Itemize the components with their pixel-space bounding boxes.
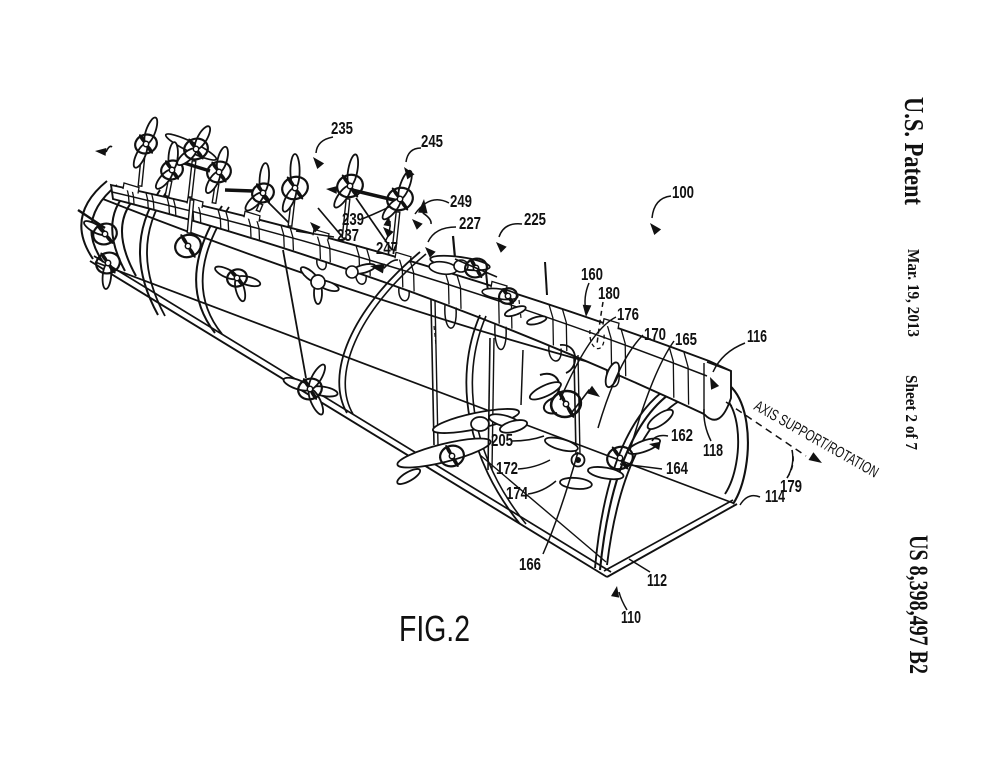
svg-text:Mar. 19, 2013: Mar. 19, 2013 [904, 249, 923, 337]
svg-text:180: 180 [598, 283, 620, 303]
svg-text:Sheet 2 of 7: Sheet 2 of 7 [902, 375, 921, 450]
svg-text:112: 112 [647, 570, 667, 590]
svg-text:162: 162 [671, 425, 693, 445]
svg-text:U.S. Patent: U.S. Patent [899, 97, 929, 205]
svg-text:118: 118 [703, 440, 723, 460]
svg-text:245: 245 [421, 131, 443, 151]
svg-text:166: 166 [519, 554, 541, 574]
svg-text:249: 249 [450, 191, 472, 211]
svg-text:172: 172 [496, 458, 518, 478]
svg-text:100: 100 [672, 182, 694, 202]
svg-text:174: 174 [506, 483, 528, 503]
svg-text:247: 247 [376, 238, 398, 258]
svg-text:176: 176 [617, 304, 639, 324]
svg-text:164: 164 [666, 458, 688, 478]
svg-text:165: 165 [675, 329, 697, 349]
svg-text:237: 237 [337, 225, 359, 245]
svg-text:FIG.2: FIG.2 [399, 608, 470, 649]
svg-text:160: 160 [581, 264, 603, 284]
svg-text:205: 205 [491, 430, 513, 450]
svg-text:US 8,398,497 B2: US 8,398,497 B2 [904, 535, 933, 674]
svg-text:239: 239 [342, 209, 364, 229]
svg-text:179: 179 [780, 476, 802, 496]
svg-text:110: 110 [621, 607, 641, 627]
svg-text:114: 114 [765, 486, 785, 506]
svg-text:116: 116 [747, 326, 767, 346]
svg-text:225: 225 [524, 209, 546, 229]
svg-text:227: 227 [459, 213, 481, 233]
svg-text:170: 170 [644, 324, 666, 344]
svg-text:235: 235 [331, 118, 353, 138]
